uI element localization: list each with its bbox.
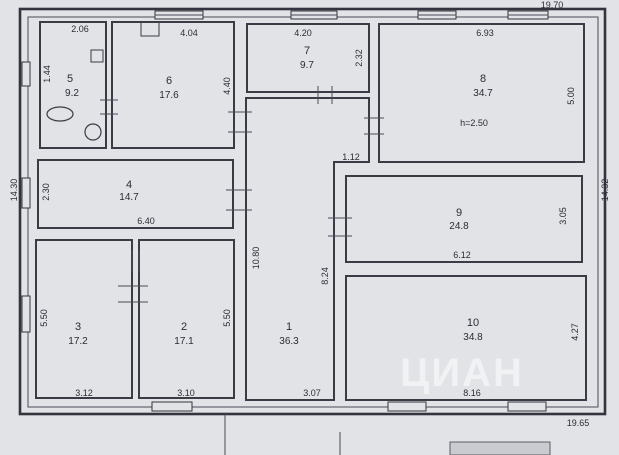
- washbasin-icon: [84, 123, 102, 141]
- room-4-area: 14.7: [119, 192, 139, 203]
- bath-fixture-icon: [90, 49, 104, 63]
- dim-r1-right: 8.24: [320, 267, 330, 285]
- room-10-outline: [345, 275, 587, 401]
- dim-r9-height: 3.05: [558, 207, 568, 225]
- room-5-area: 9.2: [65, 88, 79, 99]
- dim-r8-ceiling: h=2.50: [460, 118, 488, 128]
- dim-r8-height: 5.00: [566, 87, 576, 105]
- window-left-5: [21, 61, 31, 87]
- room-3-outline: [35, 239, 133, 399]
- room-10-number: 10: [467, 317, 479, 329]
- window-bottom-10b: [507, 401, 547, 412]
- room-8-area: 34.7: [473, 88, 493, 99]
- dim-overall-top: 19.70: [541, 0, 564, 10]
- stamp-fragment: [449, 441, 551, 455]
- dim-r2-width: 3.10: [177, 388, 195, 398]
- dim-r10-height: 4.27: [570, 323, 580, 341]
- door-marks: [100, 86, 384, 303]
- dim-r5-height: 1.44: [42, 65, 52, 83]
- room-1-outline: [245, 97, 370, 401]
- room-1-number: 1: [286, 321, 292, 333]
- room-3-area: 17.2: [68, 336, 88, 347]
- room-5-outline: [39, 21, 107, 149]
- dim-r10-width: 8.16: [463, 388, 481, 398]
- dim-r4-width: 6.40: [137, 216, 155, 226]
- room-9-outline: [345, 175, 583, 263]
- room-7-number: 7: [304, 45, 310, 57]
- room-3-number: 3: [75, 321, 81, 333]
- room-4-number: 4: [126, 179, 132, 191]
- room-1-area: 36.3: [279, 336, 299, 347]
- window-bottom-2: [151, 401, 193, 412]
- dim-r5-width: 2.06: [71, 24, 89, 34]
- dim-r2-height: 5.50: [222, 309, 232, 327]
- room-6-area: 17.6: [159, 90, 179, 101]
- dim-overall-right: 14.32: [600, 179, 610, 202]
- room-9-number: 9: [456, 207, 462, 219]
- stove-icon: [140, 21, 160, 37]
- room-4-outline: [37, 159, 234, 229]
- dim-r1-width: 3.07: [303, 388, 321, 398]
- room-5-number: 5: [67, 73, 73, 85]
- room-8-outline: [378, 23, 585, 163]
- room-2-outline: [138, 239, 235, 399]
- room-7-outline: [246, 23, 370, 93]
- window-left-4: [21, 177, 31, 209]
- room-2-number: 2: [181, 321, 187, 333]
- dim-r8-width: 6.93: [476, 28, 494, 38]
- dim-corridor-small: 1.12: [342, 152, 360, 162]
- window-left-3: [21, 295, 31, 333]
- dim-r3-width: 3.12: [75, 388, 93, 398]
- room-8-number: 8: [480, 73, 486, 85]
- room-7-area: 9.7: [300, 60, 314, 71]
- watermark: ЦИАН: [400, 351, 524, 395]
- room-6-number: 6: [166, 75, 172, 87]
- dim-r3-height: 5.50: [39, 309, 49, 327]
- dim-r7-width: 4.20: [294, 28, 312, 38]
- window-bottom-10a: [387, 401, 427, 412]
- room-9-area: 24.8: [449, 221, 469, 232]
- dim-overall-left: 14.30: [9, 179, 19, 202]
- outer-wall-outer: [18, 7, 607, 416]
- dim-r9-width: 6.12: [453, 250, 471, 260]
- dim-overall-bottom: 19.65: [567, 418, 590, 428]
- dim-r6-height: 4.40: [222, 77, 232, 95]
- dim-r6-width: 4.04: [180, 28, 198, 38]
- room-6-outline: [111, 21, 235, 149]
- dim-r1-height: 10.80: [251, 247, 261, 270]
- toilet-icon: [46, 106, 74, 122]
- room-2-area: 17.1: [174, 336, 194, 347]
- dim-r7-height: 2.32: [354, 49, 364, 67]
- room-10-area: 34.8: [463, 332, 483, 343]
- dim-r4-height: 2.30: [41, 183, 51, 201]
